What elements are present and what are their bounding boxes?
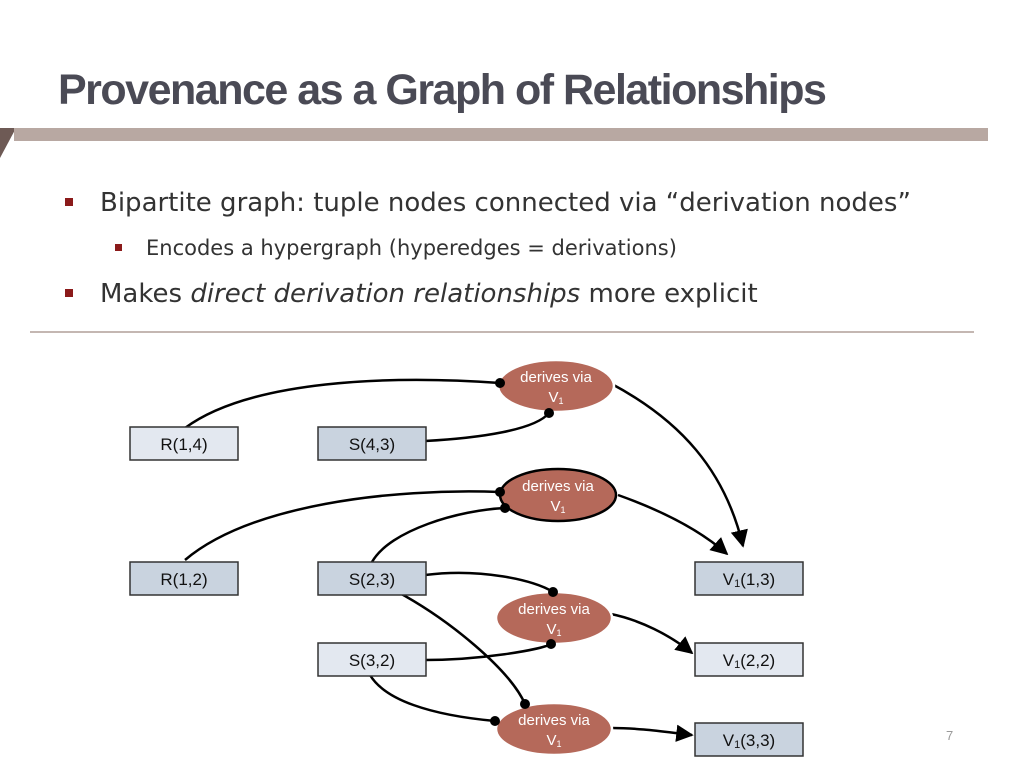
bullet-text: Bipartite graph: tuple nodes connected v… (100, 188, 911, 218)
edge-deriv1-v13 (609, 381, 748, 548)
derivation-label: derives via (522, 478, 594, 495)
tuple-label: S(2,3) (349, 570, 395, 589)
bullet-marker-icon (65, 289, 73, 297)
view-name: V (723, 651, 735, 670)
tuple-node-v22: V1(2,2) (694, 642, 804, 677)
derivation-node-3: derives via V1 (494, 590, 614, 646)
tuple-label: S(4,3) (349, 435, 395, 454)
edge-s32-deriv4 (368, 674, 496, 723)
edge-r12-deriv2 (184, 490, 501, 561)
tuple-node-v13: V1(1,3) (694, 561, 804, 596)
tuple-label: S(3,2) (349, 651, 395, 670)
derivation-node-4: derives via V1 (494, 701, 614, 757)
derivation-view-subscript: 1 (557, 628, 562, 638)
derivation-node-2: derives via V1 (498, 467, 618, 523)
tuple-node-s43: S(4,3) (317, 426, 427, 461)
edge-s23-deriv4 (395, 589, 527, 705)
edge-s23-deriv3 (424, 571, 554, 594)
bullet-marker-icon (65, 198, 73, 206)
connection-dot (495, 487, 505, 497)
view-tuple: (3,3) (740, 731, 775, 750)
tuple-node-r14: R(1,4) (129, 426, 239, 461)
edge-r14-deriv1 (184, 378, 501, 430)
derivation-label: derives via (518, 712, 590, 729)
svg-text:V1(3,3): V1(3,3) (723, 731, 775, 751)
svg-text:V1(2,2): V1(2,2) (723, 651, 775, 671)
page-number: 7 (946, 728, 954, 743)
view-subscript: 1 (734, 739, 740, 751)
section-divider (30, 331, 974, 333)
derivation-node-1: derives via V1 (496, 358, 616, 414)
tuple-label: R(1,2) (160, 570, 207, 589)
svg-text:V1: V1 (548, 389, 563, 406)
derivation-view-subscript: 1 (557, 739, 562, 749)
edge-s23-deriv2 (370, 506, 506, 563)
derivation-view: V (546, 732, 556, 749)
bullet-text-post: more explicit (580, 279, 758, 309)
view-tuple: (2,2) (740, 651, 775, 670)
edge-deriv4-v33 (611, 724, 694, 742)
page-title: Provenance as a Graph of Relationships (58, 66, 827, 114)
tuple-node-v33: V1(3,3) (694, 722, 804, 757)
sub-bullet-hypergraph: Encodes a hypergraph (hyperedges = deriv… (115, 236, 677, 260)
connection-dot (546, 639, 556, 649)
title-bar-notch (0, 128, 16, 158)
derivation-label: derives via (520, 369, 592, 386)
bullet-marker-icon (115, 244, 122, 251)
view-name: V (723, 570, 735, 589)
tuple-node-r12: R(1,2) (129, 561, 239, 596)
svg-text:V1: V1 (546, 732, 561, 749)
derivation-view: V (546, 621, 556, 638)
connection-dot (495, 378, 505, 388)
connection-dot (500, 503, 510, 513)
bullet-text-pre: Makes (100, 279, 191, 309)
view-subscript: 1 (734, 659, 740, 671)
connection-dot (490, 716, 500, 726)
edge-s32-deriv3 (424, 642, 552, 662)
derivation-view: V (548, 389, 558, 406)
view-tuple: (1,3) (740, 570, 775, 589)
svg-text:V1: V1 (550, 498, 565, 515)
derivation-label: derives via (518, 601, 590, 618)
connection-dot (544, 408, 554, 418)
derivation-view-subscript: 1 (561, 505, 566, 515)
graph-edges (184, 378, 748, 742)
tuple-node-s32: S(3,2) (317, 642, 427, 677)
bullet-bipartite-graph: Bipartite graph: tuple nodes connected v… (65, 188, 911, 218)
bullet-direct-derivation: Makes direct derivation relationships mo… (65, 279, 758, 309)
tuple-node-s23: S(2,3) (317, 561, 427, 596)
tuple-label: R(1,4) (160, 435, 207, 454)
connection-dot (520, 699, 530, 709)
view-name: V (723, 731, 735, 750)
derivation-view-subscript: 1 (559, 396, 564, 406)
bullet-text-emphasis: direct derivation relationships (190, 279, 581, 309)
svg-text:V1(1,3): V1(1,3) (723, 570, 775, 590)
edge-deriv3-v22 (610, 612, 694, 655)
connection-dots (490, 378, 558, 726)
connection-dot (548, 587, 558, 597)
view-subscript: 1 (734, 578, 740, 590)
edge-s43-deriv1 (424, 412, 550, 443)
derivation-view: V (550, 498, 560, 515)
title-underline-bar (14, 128, 988, 141)
edge-deriv2-v13 (617, 493, 729, 556)
sub-bullet-text: Encodes a hypergraph (hyperedges = deriv… (146, 236, 677, 260)
svg-text:V1: V1 (546, 621, 561, 638)
